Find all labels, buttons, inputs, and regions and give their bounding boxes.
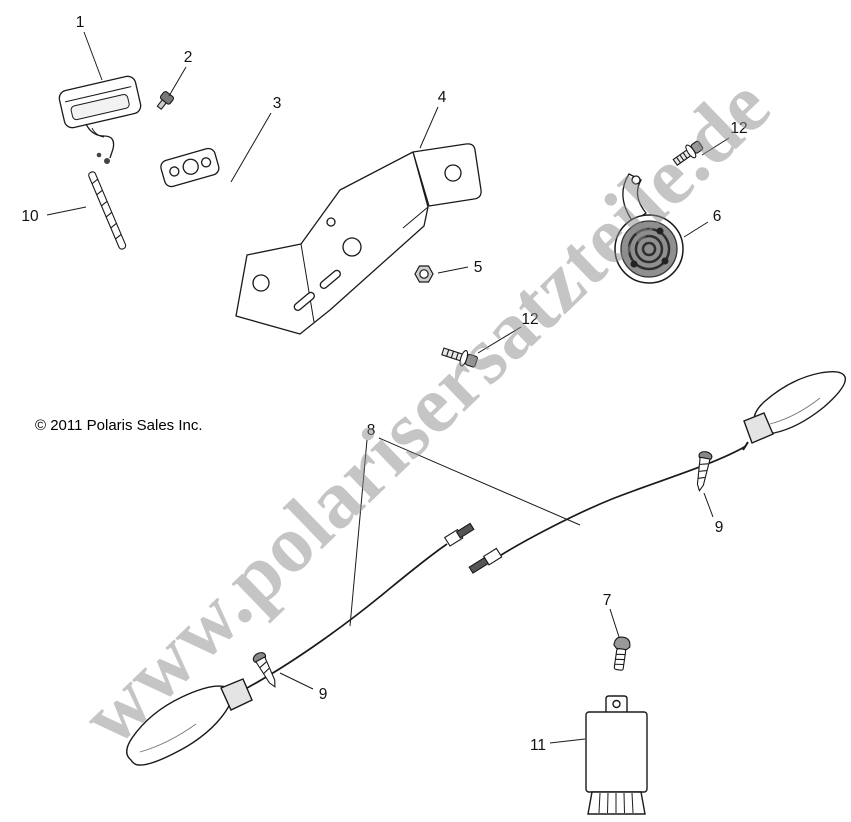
- leader-10: [46, 206, 87, 216]
- callout-4: 4: [438, 89, 447, 106]
- part-turn-signal-right: [742, 370, 847, 451]
- callout-12-top: 12: [730, 120, 747, 137]
- wire-right: [497, 445, 747, 558]
- leader-4: [419, 106, 439, 149]
- leader-8b: [378, 437, 581, 526]
- leader-1: [83, 31, 103, 81]
- callout-5: 5: [474, 259, 483, 276]
- connector-left: [443, 522, 475, 547]
- part-screw-7: [613, 636, 631, 671]
- part-horn: [614, 173, 684, 284]
- part-mount-plate: [160, 147, 220, 188]
- leader-9l: [279, 672, 314, 690]
- leader-11: [549, 738, 586, 744]
- connector-right: [468, 547, 503, 574]
- callout-3: 3: [273, 95, 282, 112]
- leader-5: [437, 266, 469, 274]
- leader-7: [609, 608, 620, 638]
- callout-7: 7: [603, 592, 612, 609]
- copyright-text: © 2011 Polaris Sales Inc.: [35, 417, 203, 434]
- part-bolt-12b: [441, 347, 478, 368]
- callout-6: 6: [713, 208, 722, 225]
- leader-12a: [701, 137, 730, 156]
- part-license-bracket: [235, 143, 482, 335]
- callout-10: 10: [21, 208, 39, 225]
- leader-9r: [703, 492, 714, 518]
- leader-lines: [46, 31, 730, 744]
- part-bolt-12a: [672, 140, 704, 166]
- callout-2: 2: [184, 49, 193, 66]
- callout-8: 8: [367, 422, 376, 439]
- callout-11: 11: [530, 737, 546, 754]
- part-nut: [414, 265, 434, 283]
- callout-9-left: 9: [319, 686, 328, 703]
- leader-8a: [349, 439, 368, 627]
- leader-2: [168, 66, 187, 97]
- part-relay: [585, 695, 648, 815]
- callout-9-right: 9: [715, 519, 724, 536]
- part-license-plate-light: [58, 75, 142, 164]
- wire-left: [246, 543, 448, 689]
- callout-1: 1: [76, 14, 85, 31]
- part-screw-9l: [252, 652, 276, 688]
- leader-6: [683, 221, 709, 238]
- part-rod: [88, 171, 127, 250]
- part-turn-signal-left: [126, 678, 253, 766]
- callout-12-mid: 12: [521, 311, 538, 328]
- leader-3: [230, 112, 272, 183]
- leader-12b: [477, 326, 522, 354]
- part-screw-9r: [696, 451, 713, 492]
- part-screw-2: [156, 91, 175, 110]
